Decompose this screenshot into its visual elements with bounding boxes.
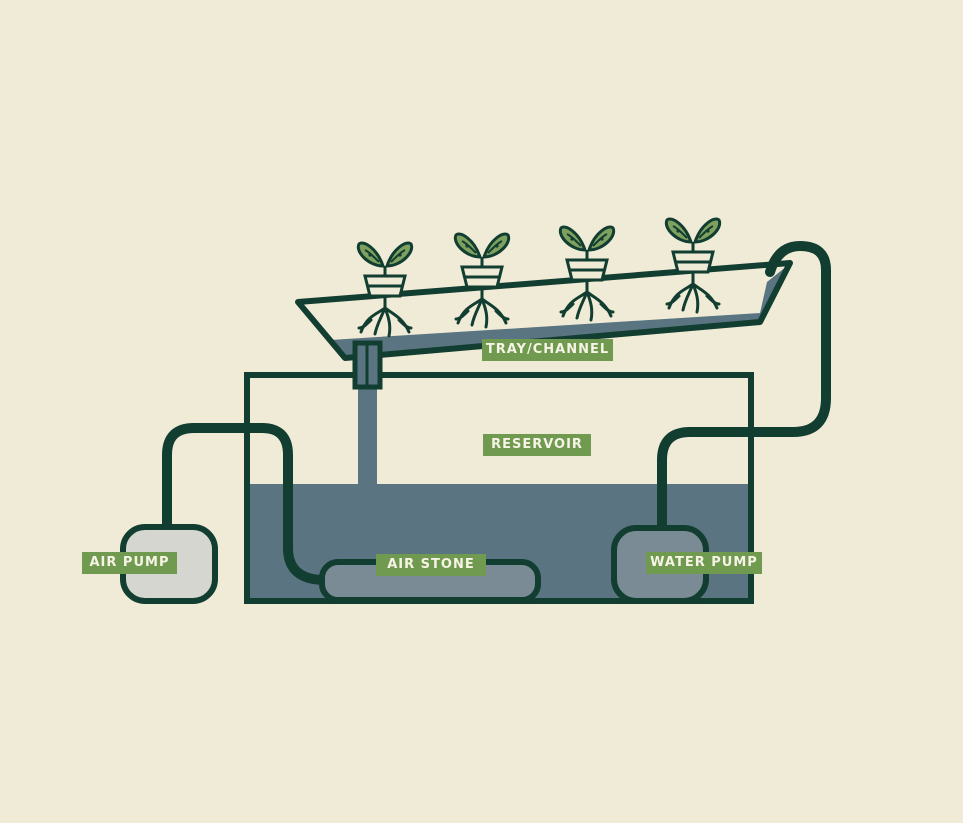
plant [664,217,722,314]
tray-water [330,266,787,357]
water-pump-label: WATER PUMP [646,552,762,574]
air-stone-label: AIR STONE [376,554,486,576]
plant [453,232,511,329]
air-pump-label: AIR PUMP [82,552,177,574]
plants-group [356,217,722,338]
plant [356,241,414,338]
plant [558,225,616,322]
air-tube [162,423,330,585]
reservoir-label: RESERVOIR [483,434,591,456]
tray-outline [295,260,793,361]
tray-channel-label: TRAY/CHANNEL [482,339,613,361]
water-return-tube [657,240,831,537]
